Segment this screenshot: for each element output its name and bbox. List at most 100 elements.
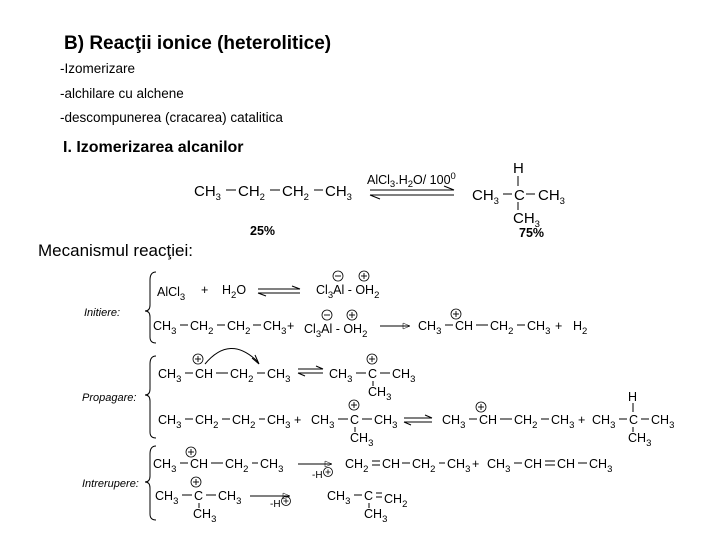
svg-text:CH3: CH3 bbox=[194, 183, 221, 203]
svg-text:CH3: CH3 bbox=[260, 457, 283, 475]
yield-product: 75% bbox=[519, 226, 545, 240]
svg-text:CH3: CH3 bbox=[487, 457, 510, 475]
stage-propagation: Propagare: bbox=[82, 392, 137, 404]
svg-text:CH: CH bbox=[557, 457, 575, 471]
svg-text:CH3: CH3 bbox=[374, 413, 397, 431]
svg-text:CH2: CH2 bbox=[230, 367, 253, 385]
svg-text:CH3: CH3 bbox=[263, 319, 286, 337]
section-title: I. Izomerizarea alcanilor bbox=[63, 139, 244, 156]
svg-text:CH3: CH3 bbox=[392, 367, 415, 385]
svg-text:AlCl3.H2O/ 1000: AlCl3.H2O/ 1000 bbox=[367, 171, 456, 190]
svg-text:+: + bbox=[472, 457, 479, 471]
svg-text:C: C bbox=[514, 187, 525, 204]
termination-step-1: CH3 CH CH2 CH3 -H CH2 CH CH2 CH3 + CH3 C… bbox=[153, 446, 612, 481]
mechanism-title: Mecanismul reacţiei: bbox=[38, 241, 193, 260]
svg-text:CH2: CH2 bbox=[225, 457, 248, 475]
svg-text:C: C bbox=[194, 489, 203, 503]
termination-brace bbox=[144, 445, 157, 521]
svg-text:Cl3Al - OH2: Cl3Al - OH2 bbox=[304, 322, 367, 340]
svg-text:CH3: CH3 bbox=[447, 457, 470, 475]
svg-text:CH2: CH2 bbox=[195, 413, 218, 431]
svg-text:CH2: CH2 bbox=[238, 183, 265, 203]
yield-reactant: 25% bbox=[250, 224, 276, 238]
svg-text:+: + bbox=[578, 413, 585, 427]
svg-text:CH: CH bbox=[455, 319, 473, 333]
svg-text:CH3: CH3 bbox=[527, 319, 550, 337]
svg-text:CH3: CH3 bbox=[442, 413, 465, 431]
initiation-step-1: AlCl3 + H2O Cl3Al - OH2 bbox=[157, 270, 379, 303]
initiation-brace bbox=[144, 271, 157, 344]
svg-text:CH3: CH3 bbox=[325, 183, 352, 203]
svg-text:CH: CH bbox=[195, 367, 213, 381]
isomerization-condition: AlCl3.H2O/ 1000 bbox=[367, 171, 456, 190]
svg-text:CH2: CH2 bbox=[514, 413, 537, 431]
termination-step-2: CH3 C CH3 CH3 -H CH3 C CH2 CH3 bbox=[155, 476, 407, 525]
equilibrium-arrow-isomerization bbox=[369, 185, 455, 200]
svg-text:CH: CH bbox=[524, 457, 542, 471]
svg-text:CH3: CH3 bbox=[193, 507, 216, 525]
stage-termination: Intrerupere: bbox=[82, 478, 139, 490]
svg-text:C: C bbox=[350, 413, 359, 427]
page-title: B) Reacţii ionice (heterolitice) bbox=[64, 33, 332, 54]
svg-text:C: C bbox=[368, 367, 377, 381]
svg-text:CH2: CH2 bbox=[490, 319, 513, 337]
svg-text:CH3: CH3 bbox=[153, 319, 176, 337]
svg-text:CH2: CH2 bbox=[232, 413, 255, 431]
list-item-izomerizare: -Izomerizare bbox=[60, 61, 136, 76]
svg-text:Cl3Al - OH2: Cl3Al - OH2 bbox=[316, 283, 379, 301]
svg-text:+: + bbox=[201, 283, 208, 297]
svg-text:CH3: CH3 bbox=[589, 457, 612, 475]
svg-text:CH3: CH3 bbox=[592, 413, 615, 431]
list-item-alchilare: -alchilare cu alchene bbox=[60, 86, 184, 101]
svg-text:CH: CH bbox=[479, 413, 497, 427]
svg-text:C: C bbox=[364, 489, 373, 503]
svg-text:CH3: CH3 bbox=[368, 385, 391, 403]
svg-text:CH3: CH3 bbox=[329, 367, 352, 385]
svg-text:CH: CH bbox=[190, 457, 208, 471]
list-item-descompunere: -descompunerea (cracarea) catalitica bbox=[60, 110, 283, 125]
svg-text:+: + bbox=[294, 413, 301, 427]
svg-text:CH3: CH3 bbox=[218, 489, 241, 507]
svg-text:CH3: CH3 bbox=[538, 187, 565, 207]
svg-text:+: + bbox=[287, 319, 294, 333]
svg-text:H2O: H2O bbox=[222, 283, 246, 301]
svg-text:CH3: CH3 bbox=[628, 431, 651, 449]
svg-text:CH2: CH2 bbox=[282, 183, 309, 203]
svg-text:CH2: CH2 bbox=[227, 319, 250, 337]
svg-text:CH3: CH3 bbox=[311, 413, 334, 431]
svg-text:C: C bbox=[629, 413, 638, 427]
svg-text:-H: -H bbox=[270, 499, 281, 510]
svg-text:CH3: CH3 bbox=[472, 187, 499, 207]
svg-text:CH3: CH3 bbox=[418, 319, 441, 337]
stage-initiation: Initiere: bbox=[84, 307, 121, 319]
svg-text:CH3: CH3 bbox=[551, 413, 574, 431]
svg-text:H: H bbox=[628, 390, 637, 404]
svg-text:CH3: CH3 bbox=[513, 210, 540, 230]
propagation-step-2: CH3 CH2 CH2 CH3 + CH3 C CH3 CH3 CH3 CH C… bbox=[158, 390, 674, 449]
svg-text:CH3: CH3 bbox=[158, 367, 181, 385]
svg-text:AlCl3: AlCl3 bbox=[157, 285, 185, 303]
svg-text:CH2: CH2 bbox=[384, 492, 407, 510]
svg-text:CH3: CH3 bbox=[267, 413, 290, 431]
svg-text:CH2: CH2 bbox=[412, 457, 435, 475]
svg-text:H: H bbox=[513, 160, 524, 177]
propagation-step-1: CH3 CH CH2 CH3 CH3 C CH3 CH3 bbox=[158, 348, 415, 403]
propagation-brace bbox=[144, 355, 157, 439]
svg-text:CH2: CH2 bbox=[345, 457, 368, 475]
svg-text:CH3: CH3 bbox=[158, 413, 181, 431]
svg-text:CH3: CH3 bbox=[155, 489, 178, 507]
svg-text:H2: H2 bbox=[573, 319, 587, 337]
svg-text:CH3: CH3 bbox=[364, 507, 387, 525]
isomerization-product: H CH3 C CH3 CH3 bbox=[472, 160, 565, 230]
initiation-step-2: CH3 CH2 CH2 CH3 + Cl3Al - OH2 CH3 CH CH2… bbox=[153, 308, 587, 340]
svg-text:CH3: CH3 bbox=[350, 431, 373, 449]
svg-text:CH3: CH3 bbox=[267, 367, 290, 385]
svg-text:-H: -H bbox=[312, 470, 323, 481]
svg-text:CH3: CH3 bbox=[327, 489, 350, 507]
svg-text:+: + bbox=[555, 319, 562, 333]
svg-text:CH2: CH2 bbox=[190, 319, 213, 337]
svg-text:CH: CH bbox=[382, 457, 400, 471]
svg-text:CH3: CH3 bbox=[651, 413, 674, 431]
isomerization-reactant: CH3 CH2 CH2 CH3 bbox=[194, 183, 352, 203]
